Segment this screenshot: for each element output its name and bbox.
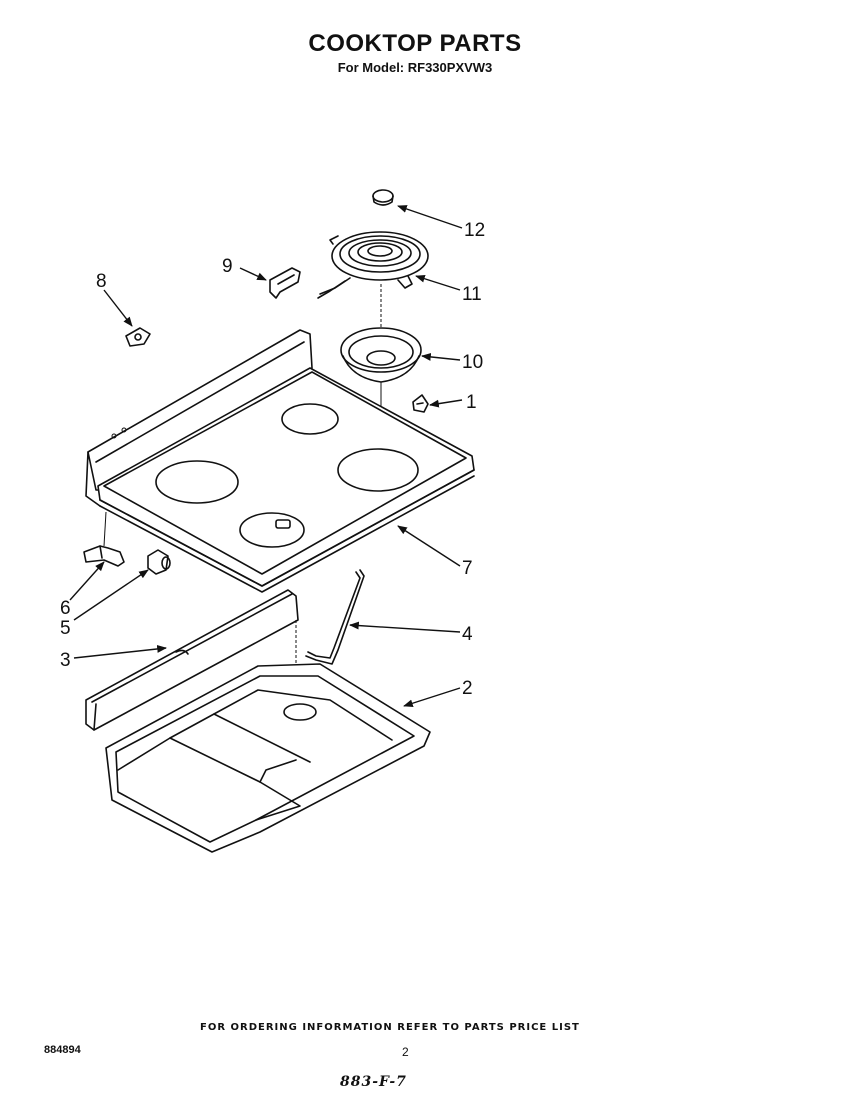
callout-4: 4 [462, 624, 473, 645]
part-3-front-strip [85, 589, 299, 800]
callout-9: 9 [222, 256, 233, 277]
callout-5: 5 [60, 618, 71, 639]
part-8-terminal-block [125, 327, 151, 347]
part-7-cooktop [85, 329, 475, 593]
part-5-insulator [147, 549, 171, 575]
callout-2: 2 [462, 678, 473, 699]
document-number: 884894 [44, 1044, 81, 1056]
part-1-clip [412, 394, 429, 413]
callout-12: 12 [464, 220, 485, 241]
callout-8: 8 [96, 271, 107, 292]
callout-6: 6 [60, 598, 71, 619]
part-2-bottom-pan [105, 663, 431, 853]
handwritten-code: 883-F-7 [340, 1074, 407, 1090]
ordering-info-note: FOR ORDERING INFORMATION REFER TO PARTS … [200, 1022, 580, 1033]
leader-lines [69, 205, 463, 708]
callout-11: 11 [462, 284, 482, 305]
model-subtitle: For Model: RF330PXVW3 [337, 60, 493, 75]
callout-7: 7 [462, 558, 473, 579]
part-11-burner-element [317, 231, 429, 299]
part-9-bracket [269, 267, 301, 299]
part-10-drip-bowl [340, 284, 422, 440]
page-title: COOKTOP PARTS [308, 30, 522, 57]
callout-1: 1 [466, 392, 477, 413]
callout-10: 10 [462, 352, 483, 373]
part-6-terminal [83, 511, 125, 567]
part-12-cap [372, 189, 394, 206]
part-4-support-rod [305, 569, 365, 665]
page-number: 2 [402, 1045, 409, 1059]
callout-3: 3 [60, 650, 71, 671]
